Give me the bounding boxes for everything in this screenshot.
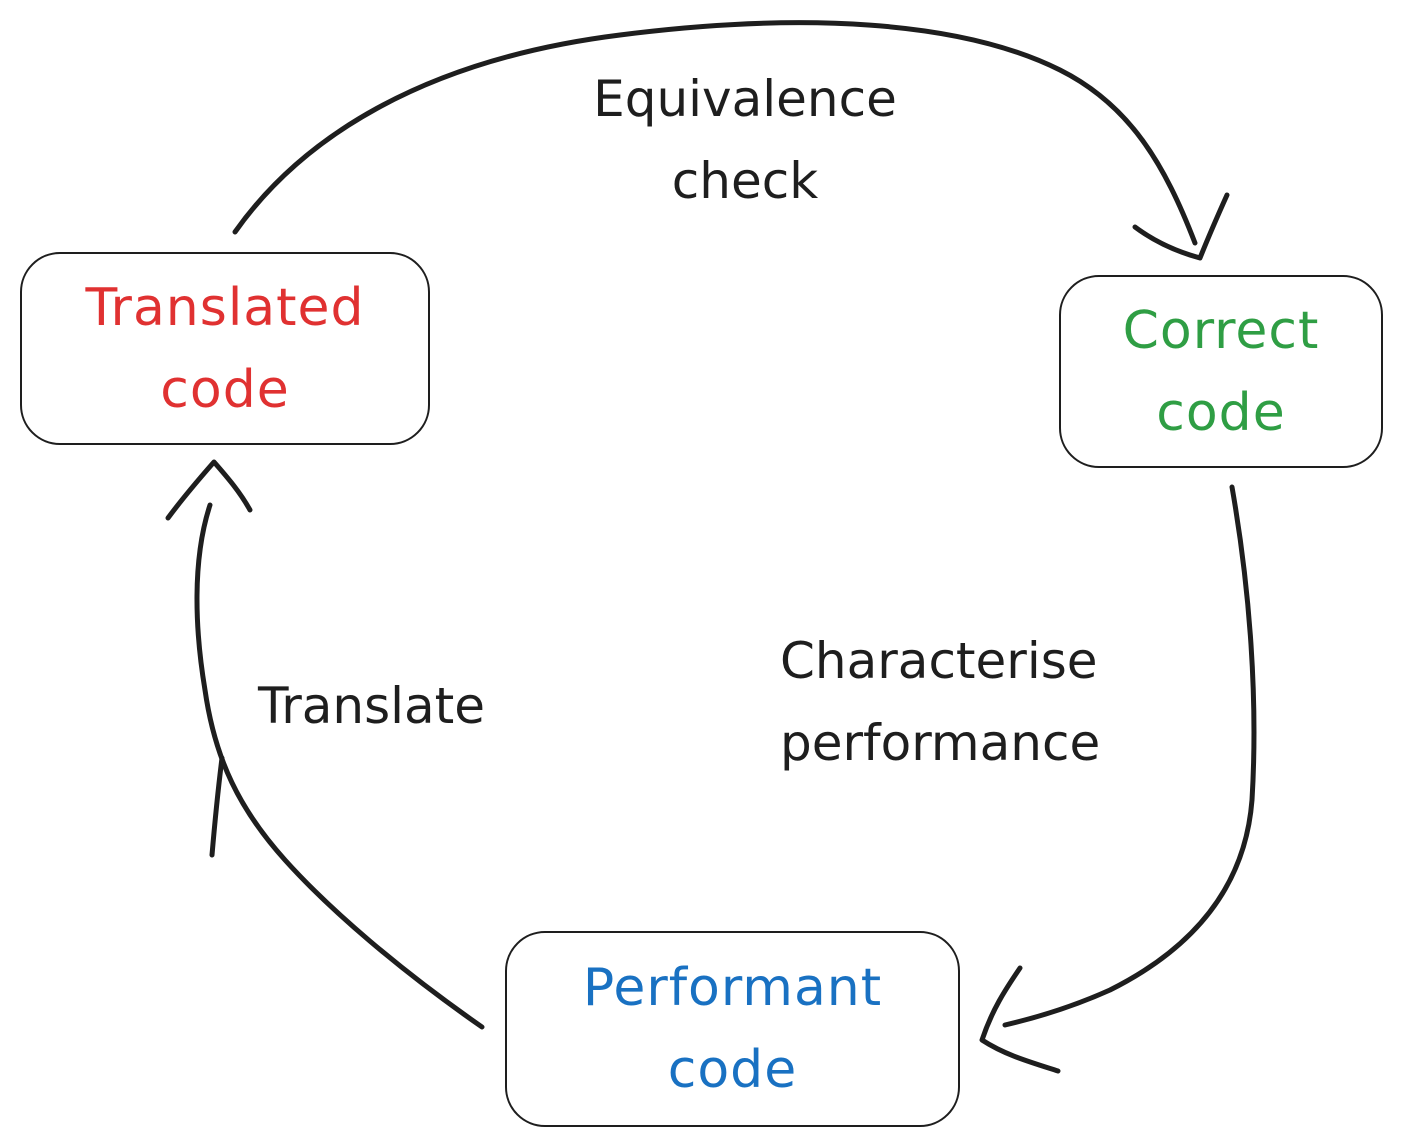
node-performant-code-label: Performant code — [582, 958, 883, 1100]
edge-label-translate: Translate — [258, 677, 486, 735]
node-correct-code: Correct code — [1059, 275, 1383, 468]
edge-translate-arrowhead — [165, 459, 253, 521]
node-translated-code-label: Translated code — [85, 277, 365, 420]
node-translated-code: Translated code — [20, 252, 430, 445]
edge-label-equivalence-check: Equivalence check — [593, 70, 897, 210]
edge-characterise-performance-line — [1002, 484, 1257, 1028]
edge-characterise-performance-arrowhead — [979, 965, 1061, 1074]
edge-translate-line — [194, 502, 485, 1030]
edge-label-characterise-performance: Characterise performance — [780, 632, 1101, 772]
edge-translate-tail-stroke — [209, 755, 225, 858]
edge-equivalence-check-line — [232, 20, 1198, 246]
node-performant-code: Performant code — [505, 931, 960, 1127]
edge-equivalence-check-arrowhead — [1132, 192, 1230, 261]
node-correct-code-label: Correct code — [1122, 300, 1320, 443]
